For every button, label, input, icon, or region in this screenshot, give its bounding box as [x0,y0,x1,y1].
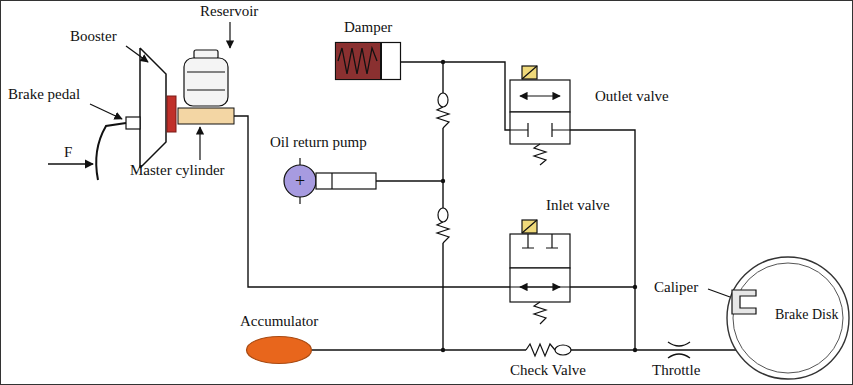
reservoir-symbol [184,50,228,106]
part-label: Throttle [652,362,700,379]
booster-plate [167,96,176,132]
part-label: Oil return pump [270,134,367,151]
pushrod [126,117,140,129]
part-label: Outlet valve [595,88,669,105]
part-label: Inlet valve [546,197,610,214]
booster-symbol [140,48,166,168]
part-label: Reservoir [200,3,258,20]
node-label: Brake Disk [775,306,838,323]
node-label: Damper [344,19,392,36]
node-label: Accumulator [240,313,318,330]
oil-return-pump-symbol [284,158,376,204]
check-valve-symbol [526,343,571,357]
leader-arrows [90,22,730,297]
outlet-valve-symbol [510,66,570,165]
part-label: Caliper [652,279,700,296]
brake-pedal-symbol [96,123,126,180]
check-valve-symbol [437,93,449,243]
brake-disk-shape: Brake Disk [726,256,850,380]
master-cylinder-symbol [178,108,234,124]
part-label: Master cylinder [130,162,225,179]
part-label: Check Valve [510,362,586,379]
accumulator-shape: Accumulator [246,336,312,364]
inlet-valve-symbol [510,220,570,324]
part-label: Booster [70,28,117,45]
force-label: F [64,144,72,161]
node-outline [335,42,401,80]
hydraulic-lines [234,62,635,350]
node-outline [246,336,312,364]
part-label: Brake pedal [8,86,80,103]
pump-sign: + [295,172,305,190]
force-arrow [48,163,93,164]
damper-box: Damper [335,42,401,80]
throttle-symbol [668,342,690,358]
hydraulic-line [312,349,736,350]
